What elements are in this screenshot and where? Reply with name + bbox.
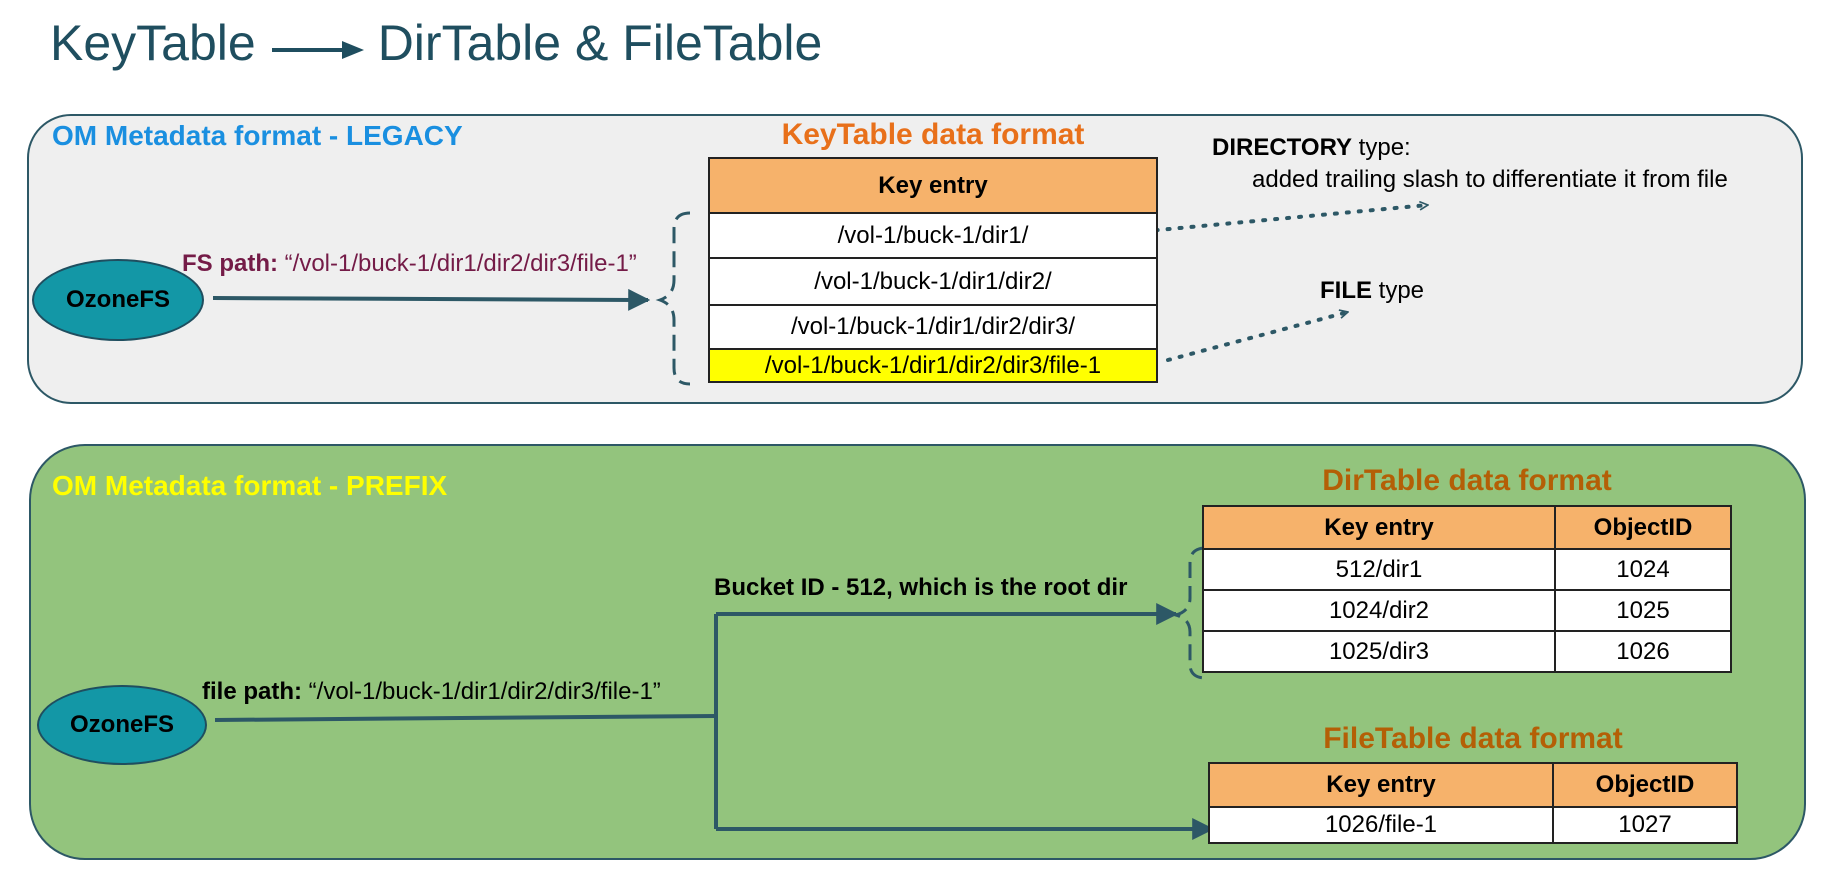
dirtable-cell: 1025 bbox=[1554, 589, 1732, 632]
keytable-header-row: Key entry bbox=[708, 157, 1158, 214]
dirtable: Key entry ObjectID 512/dir1 1024 1024/di… bbox=[1202, 505, 1732, 673]
file-type-suffix: type bbox=[1372, 277, 1425, 304]
legacy-ozonefs-node: OzoneFS bbox=[32, 259, 204, 341]
directory-type-label: DIRECTORY type: bbox=[1212, 134, 1411, 162]
legacy-ozonefs-label: OzoneFS bbox=[65, 286, 170, 313]
dirtable-title: DirTable data format bbox=[1322, 464, 1612, 497]
keytable-cell: /vol-1/buck-1/dir1/dir2/dir3/ bbox=[708, 304, 1158, 350]
prefix-ozonefs-node: OzoneFS bbox=[37, 685, 207, 765]
keytable: Key entry /vol-1/buck-1/dir1/ /vol-1/buc… bbox=[708, 157, 1158, 383]
filetable-cell: 1026/file-1 bbox=[1208, 806, 1554, 844]
prefix-ozonefs-label: OzoneFS bbox=[69, 711, 174, 738]
filetable-title: FileTable data format bbox=[1323, 722, 1623, 755]
bucket-id-text: Bucket ID - 512, which is the root dir bbox=[714, 574, 1128, 601]
title-keytable: KeyTable bbox=[50, 15, 256, 71]
arrow-right-icon bbox=[271, 14, 364, 72]
dirtable-cell: 1024/dir2 bbox=[1202, 589, 1556, 632]
prefix-section-title: OM Metadata format - PREFIX bbox=[52, 470, 448, 501]
file-dotted-arrow bbox=[1166, 312, 1350, 362]
prefix-file-path-value: “/vol-1/buck-1/dir1/dir2/dir3/file-1” bbox=[302, 678, 661, 705]
prefix-ozonefs-line bbox=[214, 714, 717, 722]
filetable: Key entry ObjectID 1026/file-1 1027 bbox=[1208, 762, 1738, 844]
dirtable-header-objectid: ObjectID bbox=[1554, 505, 1732, 550]
prefix-brace bbox=[1170, 546, 1207, 680]
keytable-cell: /vol-1/buck-1/dir1/dir2/ bbox=[708, 257, 1158, 306]
directory-type-description: added trailing slash to differentiate it… bbox=[1252, 166, 1728, 193]
file-type-key: FILE bbox=[1320, 277, 1372, 304]
dirtable-cell: 1025/dir3 bbox=[1202, 630, 1556, 673]
keytable-title: KeyTable data format bbox=[781, 118, 1085, 151]
filetable-header-key: Key entry bbox=[1208, 762, 1554, 808]
dirtable-header-row: Key entry ObjectID bbox=[1202, 505, 1732, 550]
legacy-section-title: OM Metadata format - LEGACY bbox=[52, 120, 463, 151]
directory-type-suffix: type: bbox=[1352, 134, 1411, 161]
legacy-ozonefs-arrow bbox=[212, 288, 651, 311]
legacy-fs-path-key: FS path: bbox=[182, 250, 278, 277]
table-row: /vol-1/buck-1/dir1/ bbox=[708, 212, 1158, 259]
table-row-highlighted: /vol-1/buck-1/dir1/dir2/dir3/file-1 bbox=[708, 348, 1158, 383]
title-dirtable-filetable: DirTable & FileTable bbox=[377, 15, 823, 71]
dirtable-cell: 1026 bbox=[1554, 630, 1732, 673]
dirtable-cell: 1024 bbox=[1554, 548, 1732, 591]
filetable-header-row: Key entry ObjectID bbox=[1208, 762, 1738, 808]
keytable-cell-highlighted: /vol-1/buck-1/dir1/dir2/dir3/file-1 bbox=[708, 348, 1158, 383]
table-row: /vol-1/buck-1/dir1/dir2/ bbox=[708, 257, 1158, 306]
table-row: 1025/dir3 1026 bbox=[1202, 630, 1732, 673]
dirtable-header-key: Key entry bbox=[1202, 505, 1556, 550]
table-row: /vol-1/buck-1/dir1/dir2/dir3/ bbox=[708, 304, 1158, 350]
prefix-file-path-key: file path: bbox=[202, 678, 302, 705]
keytable-cell: /vol-1/buck-1/dir1/ bbox=[708, 212, 1158, 259]
keytable-header: Key entry bbox=[708, 157, 1158, 214]
table-row: 512/dir1 1024 bbox=[1202, 548, 1732, 591]
directory-type-key: DIRECTORY bbox=[1212, 134, 1353, 161]
bucket-id-label: Bucket ID - 512, which is the root dir bbox=[714, 574, 1127, 602]
legacy-fs-path: FS path: “/vol-1/buck-1/dir1/dir2/dir3/f… bbox=[182, 250, 637, 278]
table-row: 1026/file-1 1027 bbox=[1208, 806, 1738, 844]
legacy-fs-path-value: “/vol-1/buck-1/dir1/dir2/dir3/file-1” bbox=[284, 250, 637, 277]
legacy-brace bbox=[655, 211, 691, 386]
prefix-file-path: file path: “/vol-1/buck-1/dir1/dir2/dir3… bbox=[202, 678, 661, 706]
page-title: KeyTable DirTable & FileTable bbox=[50, 14, 822, 72]
filetable-header-objectid: ObjectID bbox=[1552, 762, 1738, 808]
dirtable-cell: 512/dir1 bbox=[1202, 548, 1556, 591]
file-type-label: FILE type bbox=[1320, 277, 1424, 305]
table-row: 1024/dir2 1025 bbox=[1202, 589, 1732, 632]
filetable-cell: 1027 bbox=[1552, 806, 1738, 844]
